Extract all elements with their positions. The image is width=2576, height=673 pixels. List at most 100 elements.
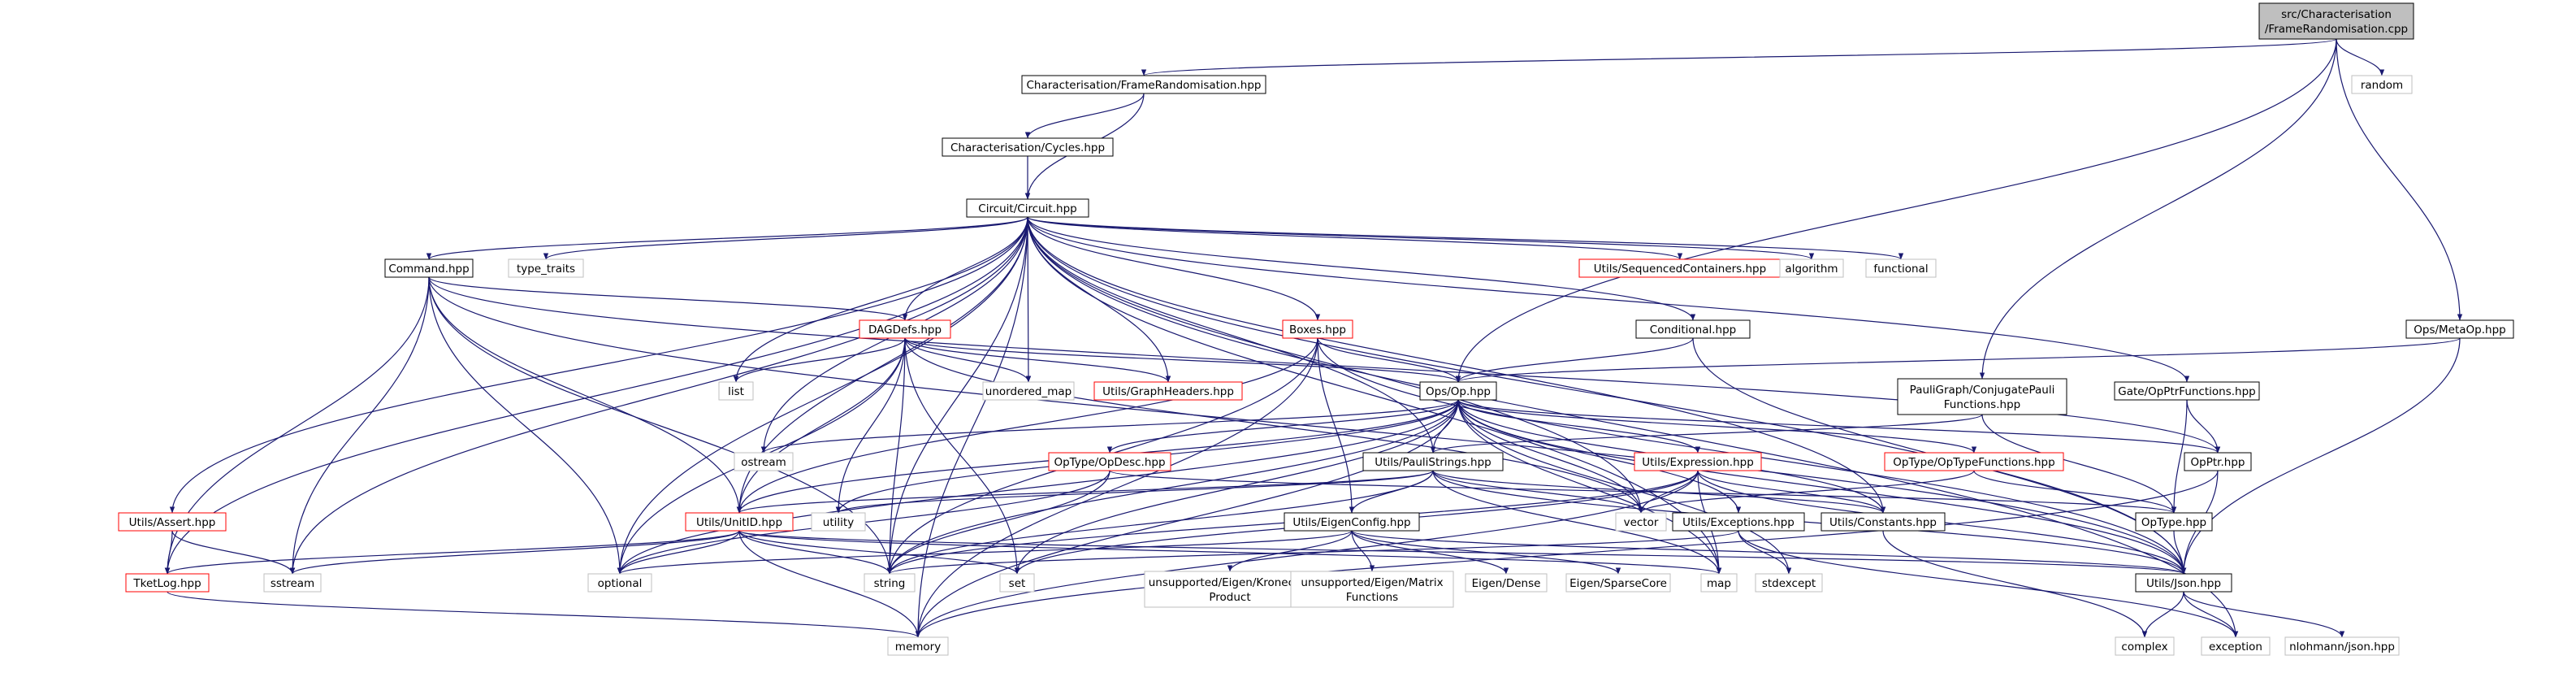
node-label: random <box>2361 79 2403 92</box>
node-opdesc[interactable]: OpType/OpDesc.hpp <box>1048 452 1171 471</box>
node-label: Characterisation/Cycles.hpp <box>950 141 1105 154</box>
node-box-opptrfunc <box>2114 381 2260 401</box>
edge-optypefunc-to-optype <box>1973 470 2177 514</box>
node-graphheaders[interactable]: Utils/GraphHeaders.hpp <box>1093 381 1243 401</box>
node-json[interactable]: Utils/Json.hpp <box>2135 573 2232 593</box>
node-stdexcept: stdexcept <box>1755 573 1823 593</box>
edge-eigenconfig-to-optional <box>617 530 1353 575</box>
edge-exceptions-to-exception <box>1738 530 2239 638</box>
node-expression[interactable]: Utils/Expression.hpp <box>1634 452 1762 471</box>
node-eigenconfig[interactable]: Utils/EigenConfig.hpp <box>1284 512 1420 532</box>
node-box-ostream <box>734 452 794 471</box>
node-opptr[interactable]: OpPtr.hpp <box>2184 452 2252 471</box>
node-memory: memory <box>887 636 949 656</box>
node-label: Utils/SequencedContainers.hpp <box>1594 263 1766 276</box>
node-box-paulistrings <box>1362 452 1504 471</box>
edge-optypefunc-to-vector <box>1638 470 1975 514</box>
node-nlohmann: nlohmann/json.hpp <box>2284 636 2400 656</box>
node-string: string <box>864 573 916 593</box>
node-cycles[interactable]: Characterisation/Cycles.hpp <box>942 137 1114 157</box>
node-tketlog[interactable]: TketLog.hpp <box>125 573 210 593</box>
node-label: list <box>728 385 744 398</box>
node-label: unordered_map <box>985 385 1072 398</box>
node-box-utility <box>811 512 866 532</box>
node-boxes[interactable]: Boxes.hpp <box>1282 319 1353 339</box>
edge-expression-to-constants <box>1697 470 1886 514</box>
node-label: type_traits <box>517 263 575 276</box>
edge-command-to-sstream <box>289 276 430 575</box>
edge-metaop-to-json <box>2180 337 2461 575</box>
node-optype[interactable]: OpType.hpp <box>2135 512 2213 532</box>
node-opop[interactable]: Ops/Op.hpp <box>1419 381 1497 401</box>
node-box-optypefunc <box>1884 452 2064 471</box>
node-unitid[interactable]: Utils/UnitID.hpp <box>685 512 794 532</box>
node-random: random <box>2351 75 2413 94</box>
node-label: Utils/PauliStrings.hpp <box>1375 456 1491 469</box>
node-frhpp[interactable]: Characterisation/FrameRandomisation.hpp <box>1021 75 1266 94</box>
node-exceptions[interactable]: Utils/Exceptions.hpp <box>1672 512 1805 532</box>
node-seqcont[interactable]: Utils/SequencedContainers.hpp <box>1578 258 1782 278</box>
edge-unitid-to-optional <box>617 530 740 575</box>
node-label: Utils/GraphHeaders.hpp <box>1102 385 1234 398</box>
node-label: Ops/MetaOp.hpp <box>2414 323 2505 336</box>
edge-opop-to-ostream <box>761 399 1459 454</box>
node-functional: functional <box>1865 258 1937 278</box>
node-conditional[interactable]: Conditional.hpp <box>1635 319 1751 339</box>
edge-eigenconfig-to-eigendense <box>1351 530 1509 575</box>
node-label: Utils/Expression.hpp <box>1642 456 1754 469</box>
node-box-tketlog <box>125 573 210 593</box>
node-box-unordered_map <box>982 381 1075 401</box>
node-opptrfunc[interactable]: Gate/OpPtrFunctions.hpp <box>2114 381 2260 401</box>
edge-root-to-metaop <box>2336 38 2463 321</box>
node-label: complex <box>2121 640 2167 653</box>
edge-circuit-to-type_traits <box>543 216 1028 260</box>
node-paulistrings[interactable]: Utils/PauliStrings.hpp <box>1362 452 1504 471</box>
edge-dagdefs-to-unordered_map <box>904 337 1032 383</box>
edge-eigenconfig-to-json <box>1351 530 2186 575</box>
node-sparsecore: Eigen/SparseCore <box>1565 573 1671 593</box>
node-map: map <box>1700 573 1738 593</box>
node-label: functional <box>1873 263 1928 276</box>
edge-opop-to-expression <box>1457 399 1701 454</box>
edge-opptrfunc-to-optype <box>2171 399 2188 514</box>
node-optypefunc[interactable]: OpType/OpTypeFunctions.hpp <box>1884 452 2064 471</box>
edge-circuit-to-algorithm <box>1027 216 1814 260</box>
node-box-opptr <box>2184 452 2252 471</box>
edge-circuit-to-paulistrings <box>1027 216 1436 454</box>
edge-circuit-to-json <box>1027 216 2187 575</box>
node-box-map <box>1700 573 1738 593</box>
node-label: OpType/OpDesc.hpp <box>1054 456 1165 469</box>
edge-opop-to-vector <box>1457 399 1644 514</box>
edge-exceptions-to-string <box>887 530 1739 575</box>
edge-unitid-to-sstream <box>289 530 740 575</box>
node-box-frhpp <box>1021 75 1266 94</box>
edge-dagdefs-to-list <box>733 337 906 383</box>
node-optional: optional <box>587 573 652 593</box>
node-label: vector <box>1624 516 1659 529</box>
node-circuit[interactable]: Circuit/Circuit.hpp <box>966 198 1089 218</box>
node-label: Utils/EigenConfig.hpp <box>1292 516 1410 529</box>
node-root[interactable]: src/Characterisation/FrameRandomisation.… <box>2258 2 2414 40</box>
node-box-complex <box>2115 636 2175 656</box>
node-label: Utils/Assert.hpp <box>129 516 216 529</box>
node-constants[interactable]: Utils/Constants.hpp <box>1821 512 1946 532</box>
edge-json-to-exception <box>2183 591 2239 638</box>
edge-dagdefs-to-utility <box>835 337 906 514</box>
nodes-layer: src/Characterisation/FrameRandomisation.… <box>118 2 2514 656</box>
node-label: string <box>874 577 906 590</box>
node-label: ostream <box>741 456 786 469</box>
node-label: Circuit/Circuit.hpp <box>978 202 1076 215</box>
edge-command-to-opptr <box>428 276 2221 454</box>
node-dagdefs[interactable]: DAGDefs.hpp <box>859 319 951 339</box>
node-box-functional <box>1865 258 1937 278</box>
node-assert[interactable]: Utils/Assert.hpp <box>118 512 227 532</box>
edge-conditional-to-opop <box>1455 337 1694 383</box>
node-metaop[interactable]: Ops/MetaOp.hpp <box>2405 319 2514 339</box>
node-label: nlohmann/json.hpp <box>2289 640 2395 653</box>
node-command[interactable]: Command.hpp <box>384 258 474 278</box>
edge-opop-to-set <box>1014 399 1459 575</box>
node-label: memory <box>895 640 941 653</box>
node-box-sparsecore <box>1565 573 1671 593</box>
